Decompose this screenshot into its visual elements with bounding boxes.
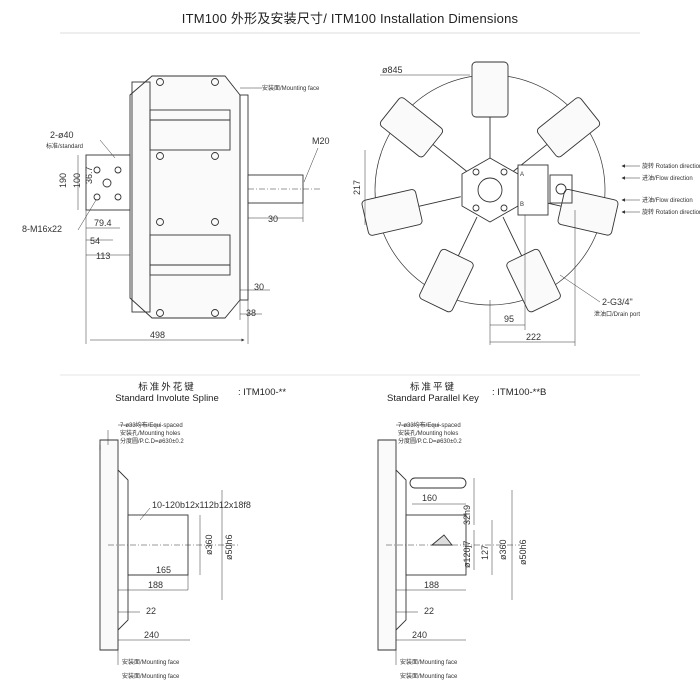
spline-section-header: 标准外花键 Standard Involute Spline : ITM100-… [102,382,286,404]
key-pcd-label: 分度圆/P.C.D=ø630±0.2 [398,437,462,445]
front-diameter-label: ø845 [382,65,403,75]
key-view [377,424,520,665]
spline-dim-d360: ø360 [204,534,214,555]
key-dim-d50h6: ø50h6 [518,539,528,565]
side-dim-54: 54 [90,236,100,246]
spline-spaced-label: 7-ø33均布/Equi-spaced [120,421,183,429]
front-view-labels: ø845 217 A B 旋转 Rotation direction 进油/Fl… [352,65,700,342]
side-dim-38: 38 [246,308,256,318]
key-spaced-label: 7-ø33均布/Equi-spaced [398,421,461,429]
key-view-labels: 7-ø33均布/Equi-spaced 安装孔/Mounting holes 分… [398,421,528,680]
side-dim-190: 190 [58,173,68,188]
key-section-code: : ITM100-**B [492,387,547,398]
drain-port-note: 泄油口/Drain port [594,310,640,318]
key-dim-240: 240 [412,630,427,640]
side-dim-113: 113 [96,251,110,261]
flow-direction-label-1: 进油/Flow direction [642,174,693,182]
spline-mounting-face-label-1: 安装面/Mounting face [122,658,180,666]
spline-mounting-holes-label: 安装孔/Mounting holes [120,429,180,437]
spline-section-title-cn: 标准外花键 [138,382,196,393]
side-view-labels: 安装面/Mounting face 2-ø40 标准/standard 8-M1… [22,84,330,340]
key-mounting-face-label-1: 安装面/Mounting face [400,658,458,666]
key-section-title-cn: 标准平键 [409,382,456,393]
spline-dim-d50h6: ø50h6 [224,534,234,560]
key-dim-188: 188 [424,580,439,590]
key-dim-160: 160 [422,493,437,503]
front-view [361,61,640,346]
spline-section-title-en: Standard Involute Spline [115,393,219,404]
key-section-header: 标准平键 Standard Parallel Key : ITM100-**B [380,382,546,404]
rotation-direction-label-2: 旋转 Rotation direction [642,208,700,216]
side-dim-36-7: 36.7 [84,166,94,184]
spline-dim-240: 240 [144,630,159,640]
spline-view [99,424,240,665]
side-mounting-face-label: 安装面/Mounting face [262,84,320,92]
side-holes-label: 2-ø40 [50,130,74,140]
side-dim-498: 498 [150,330,165,340]
drain-port-label: 2-G3/4" [602,297,633,307]
spline-dim-165: 165 [156,565,171,575]
side-thread-label: 8-M16x22 [22,224,62,234]
key-dim-22: 22 [424,606,434,616]
key-dim-32h9: 32h9 [462,505,472,525]
key-dim-127: 127 [480,545,490,560]
front-dim-222: 222 [526,332,541,342]
spline-section-code: : ITM100-** [238,387,287,398]
spline-view-labels: 7-ø33均布/Equi-spaced 安装孔/Mounting holes 分… [120,421,251,680]
front-dim-95: 95 [504,314,514,324]
spline-spec-label: 10-120b12x112b12x18f8 [152,500,251,510]
side-dim-79-4: 79.4 [94,218,112,228]
port-a-label: A [520,172,524,178]
key-section-title-en: Standard Parallel Key [387,393,479,404]
port-b-label: B [520,202,524,208]
side-view [77,75,320,344]
spline-dim-188: 188 [148,580,163,590]
key-dim-d360: ø360 [498,539,508,560]
spline-pcd-label: 分度圆/P.C.D=ø630±0.2 [120,437,184,445]
flow-direction-label-2: 进油/Flow direction [642,196,693,204]
key-mounting-holes-label: 安装孔/Mounting holes [398,429,458,437]
side-dim-30: 30 [254,282,264,292]
rotation-direction-label-1: 旋转 Rotation direction [642,162,700,170]
spline-mounting-face-label-2: 安装面/Mounting face [122,672,180,680]
page-title: ITM100 外形及安装尺寸/ ITM100 Installation Dime… [181,11,519,26]
side-dim-30-shaft: 30 [268,214,278,224]
side-holes-note-label: 标准/standard [46,142,83,150]
spline-dim-22: 22 [146,606,156,616]
side-shaft-thread-label: M20 [312,136,330,146]
side-dim-100: 100 [72,173,82,188]
cylinder-lobes [361,61,619,313]
front-height-label: 217 [352,180,362,195]
key-mounting-face-label-2: 安装面/Mounting face [400,672,458,680]
key-dim-d120j7: ø120j7 [462,540,472,568]
